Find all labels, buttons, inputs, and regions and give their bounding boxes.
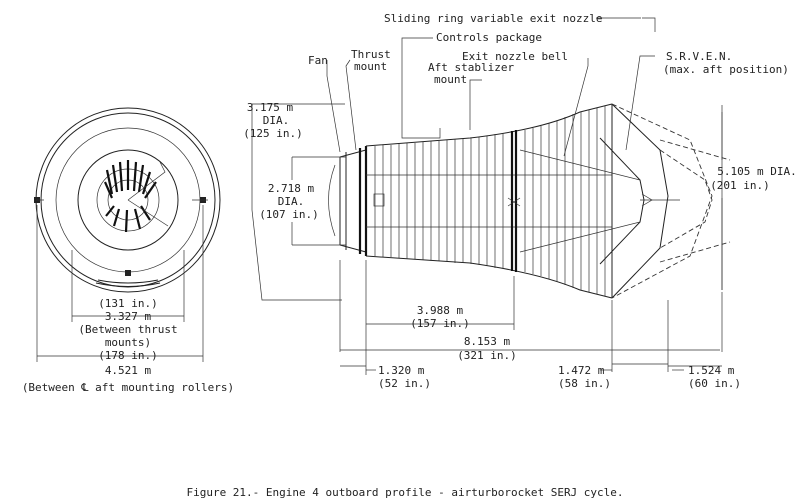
callout-leaders: [326, 17, 656, 157]
fan-blades: [103, 160, 157, 233]
engine-end-view: [34, 107, 221, 293]
dim-overall-len-m: 8.153 m: [464, 335, 511, 348]
label-thrust-mount-2: mount: [354, 60, 387, 73]
dim-inlet-len-in: (52 in.): [378, 377, 431, 390]
dim-fan-dia-word: DIA.: [263, 114, 290, 127]
casing-ribs: [366, 106, 612, 296]
side-view-dimension-lines: [251, 103, 723, 375]
label-exit-nozzle-bell: Exit nozzle bell: [462, 50, 568, 63]
label-aft-stabilizer-2: mount: [434, 73, 467, 86]
dim-mount-to-stab-in: (157 in.): [410, 317, 470, 330]
end-view-between-thrust: (Between thrust: [78, 323, 177, 336]
dim-exit-dia-m: 5.105 m DIA.: [717, 165, 796, 178]
figure-caption: Figure 21.- Engine 4 outboard profile - …: [186, 486, 623, 499]
dim-inlet-dia-word: DIA.: [278, 195, 305, 208]
end-view-dimensions: [36, 205, 204, 362]
end-view-between-rollers: (Between ℄ aft mounting rollers): [22, 381, 234, 394]
end-view-mounts: mounts): [105, 336, 151, 349]
dim-exit-dia-in: (201 in.): [710, 179, 770, 192]
label-controls-package: Controls package: [436, 31, 542, 44]
label-fan: Fan: [308, 54, 328, 67]
label-aft-stabilizer-1: Aft stablizer: [428, 61, 514, 74]
dim-inlet-dia-m: 2.718 m: [268, 182, 315, 195]
dim-fan-dia-m: 3.175 m: [247, 101, 294, 114]
label-sraven-2: (max. aft position): [663, 63, 789, 76]
dim-sraven-len-in: (60 in.): [688, 377, 741, 390]
dim-overall-len-in: (321 in.): [457, 349, 517, 362]
label-sliding-ring-nozzle: Sliding ring variable exit nozzle: [384, 12, 603, 25]
dim-bell-len-m: 1.472 m: [558, 364, 605, 377]
dim-mount-to-stab-m: 3.988 m: [417, 304, 464, 317]
dim-inlet-len-m: 1.320 m: [378, 364, 425, 377]
dim-inlet-dia-in: (107 in.): [259, 208, 319, 221]
label-thrust-mount-1: Thrust: [351, 48, 391, 61]
label-sraven-1: S.R.V.E.N.: [666, 50, 732, 63]
end-view-178-in: (178 in.): [98, 349, 158, 362]
end-view-3327-m: 3.327 m: [105, 310, 152, 323]
end-view-131-in: (131 in.): [98, 297, 158, 310]
dim-sraven-len-m: 1.524 m: [688, 364, 735, 377]
dim-fan-dia-in: (125 in.): [243, 127, 303, 140]
end-view-4521-m: 4.521 m: [105, 364, 152, 377]
engine-side-profile: [292, 103, 731, 299]
mounting-rollers: [34, 197, 208, 276]
dim-bell-len-in: (58 in.): [558, 377, 611, 390]
